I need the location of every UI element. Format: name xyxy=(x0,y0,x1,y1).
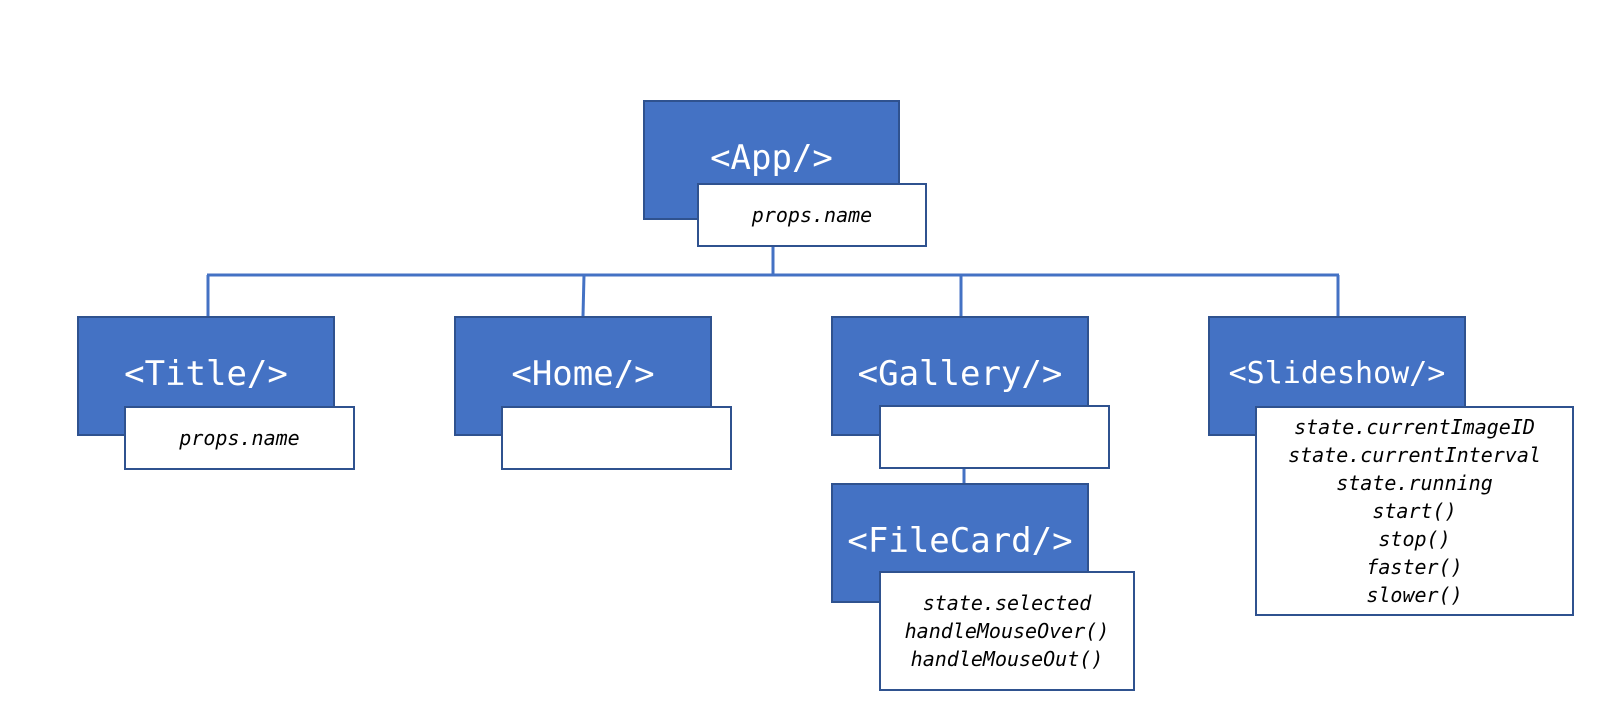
filecard-members-box: state.selected handleMouseOver() handleM… xyxy=(879,571,1135,691)
home-component-name: <Home/> xyxy=(511,354,655,394)
title-member: props.name xyxy=(179,426,300,450)
filecard-member: handleMouseOut() xyxy=(910,647,1104,671)
filecard-member: state.selected xyxy=(922,591,1092,615)
slideshow-component-name: <Slideshow/> xyxy=(1228,356,1446,391)
gallery-component-name: <Gallery/> xyxy=(857,354,1063,394)
slideshow-member: state.currentImageID xyxy=(1294,415,1535,439)
app-member: props.name xyxy=(751,203,873,227)
app-members-box: props.name xyxy=(697,183,927,247)
slideshow-members-box: state.currentImageID state.currentInterv… xyxy=(1255,406,1574,616)
title-component-name: <Title/> xyxy=(124,354,288,394)
home-members-box xyxy=(501,406,732,470)
slideshow-member: slower() xyxy=(1366,583,1463,607)
slideshow-member: state.running xyxy=(1336,471,1493,495)
gallery-members-box xyxy=(879,405,1110,469)
app-component-name: <App/> xyxy=(710,138,833,178)
slideshow-member: start() xyxy=(1372,499,1457,523)
filecard-member: handleMouseOver() xyxy=(904,619,1110,643)
slideshow-member: stop() xyxy=(1378,527,1451,551)
title-members-box: props.name xyxy=(124,406,355,470)
connector-home xyxy=(581,274,586,317)
filecard-component-name: <FileCard/> xyxy=(847,521,1073,561)
slideshow-member: state.currentInterval xyxy=(1288,443,1541,467)
slideshow-member: faster() xyxy=(1366,555,1463,579)
